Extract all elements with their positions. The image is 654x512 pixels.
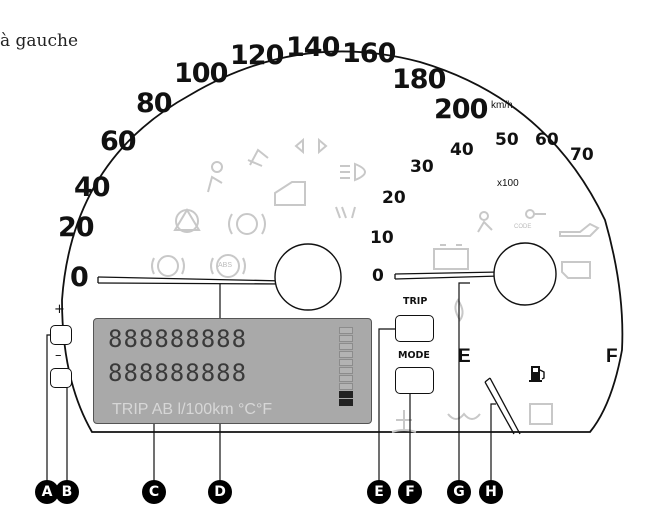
engine-check-icon [561, 261, 591, 279]
fuel-empty-label: E [458, 346, 471, 367]
tacho-label-20: 20 [382, 188, 406, 208]
airbag-icon [207, 161, 223, 193]
tacho-label-60: 60 [535, 130, 559, 150]
speed-unit-label: km/h [491, 100, 513, 111]
tacho-label-70: 70 [570, 145, 594, 165]
mode-button[interactable] [395, 367, 434, 394]
immobilizer-key-icon [525, 209, 546, 219]
water-temp-icon [391, 410, 417, 433]
speed-label-140: 140 [286, 32, 340, 63]
speed-label-0: 0 [70, 262, 89, 293]
tacho-label-30: 30 [410, 157, 434, 177]
callout-f: F [398, 480, 422, 504]
minus-label: – [55, 348, 62, 363]
callout-e: E [367, 480, 391, 504]
speedometer-needle [97, 276, 286, 285]
tachometer-needle [394, 271, 501, 280]
lcd-status-units: °C°F [237, 401, 273, 418]
speed-label-120: 120 [230, 40, 284, 71]
callout-d: D [208, 480, 232, 504]
speedometer-hub [274, 243, 342, 311]
speed-label-80: 80 [136, 88, 173, 119]
glow-plug-icon [447, 412, 481, 420]
tachometer-multiplier: x100 [497, 178, 519, 189]
tacho-label-40: 40 [450, 140, 474, 160]
speed-label-180: 180 [392, 64, 446, 95]
callout-c: C [142, 480, 166, 504]
plus-button[interactable] [50, 325, 72, 345]
fuel-full-label: F [606, 346, 618, 367]
oil-pressure-icon [559, 222, 600, 237]
brake-pad-icon [151, 255, 185, 277]
headlight-icon [340, 162, 366, 182]
lcd-level-bars [339, 327, 353, 407]
fog-light-icon [335, 206, 356, 219]
battery-icon [433, 244, 469, 270]
tacho-label-0: 0 [372, 266, 384, 286]
abs-label: ABS [218, 262, 233, 269]
lcd-status-text: TRIP AB l/100km [112, 401, 238, 418]
tacho-label-10: 10 [370, 228, 394, 248]
speed-label-100: 100 [174, 58, 228, 89]
mode-label: MODE [398, 350, 430, 361]
door-open-icon [274, 181, 306, 206]
tachometer-hub [493, 242, 557, 306]
speed-label-20: 20 [58, 212, 95, 243]
plus-label: + [54, 302, 65, 317]
callout-g: G [447, 480, 471, 504]
speed-label-60: 60 [100, 126, 137, 157]
fuel-pump-icon [529, 366, 545, 382]
seatbelt-reminder-icon [247, 148, 269, 167]
speed-label-200: 200 [434, 94, 488, 125]
lcd-row-1: 888888888 [108, 325, 248, 353]
abs-icon [210, 254, 246, 278]
immobilizer-code-label: CODE [514, 224, 532, 230]
callout-b: B [55, 480, 79, 504]
trip-label: TRIP [403, 296, 428, 307]
hazard-warning-icon [173, 208, 201, 233]
turn-signals-icon [294, 137, 328, 155]
speed-label-160: 160 [342, 38, 396, 69]
cluster-outline [61, 50, 624, 433]
brake-warning-icon [228, 213, 266, 235]
fuel-gauge-needle [484, 377, 521, 435]
callout-h: H [479, 480, 503, 504]
tacho-label-50: 50 [495, 130, 519, 150]
eco-leaf-icon [454, 298, 464, 322]
caption-text: à gauche [0, 31, 79, 51]
multifunction-display: 888888888 888888888 TRIP AB l/100km °C°F [93, 318, 372, 424]
lcd-status-line: TRIP AB l/100km °C°F [112, 401, 272, 419]
passenger-airbag-off-icon [477, 211, 493, 233]
speed-label-40: 40 [74, 172, 111, 203]
trip-button[interactable] [395, 315, 434, 342]
lcd-row-2: 888888888 [108, 359, 248, 387]
minus-button[interactable] [50, 368, 72, 388]
low-fuel-icon [529, 403, 553, 425]
